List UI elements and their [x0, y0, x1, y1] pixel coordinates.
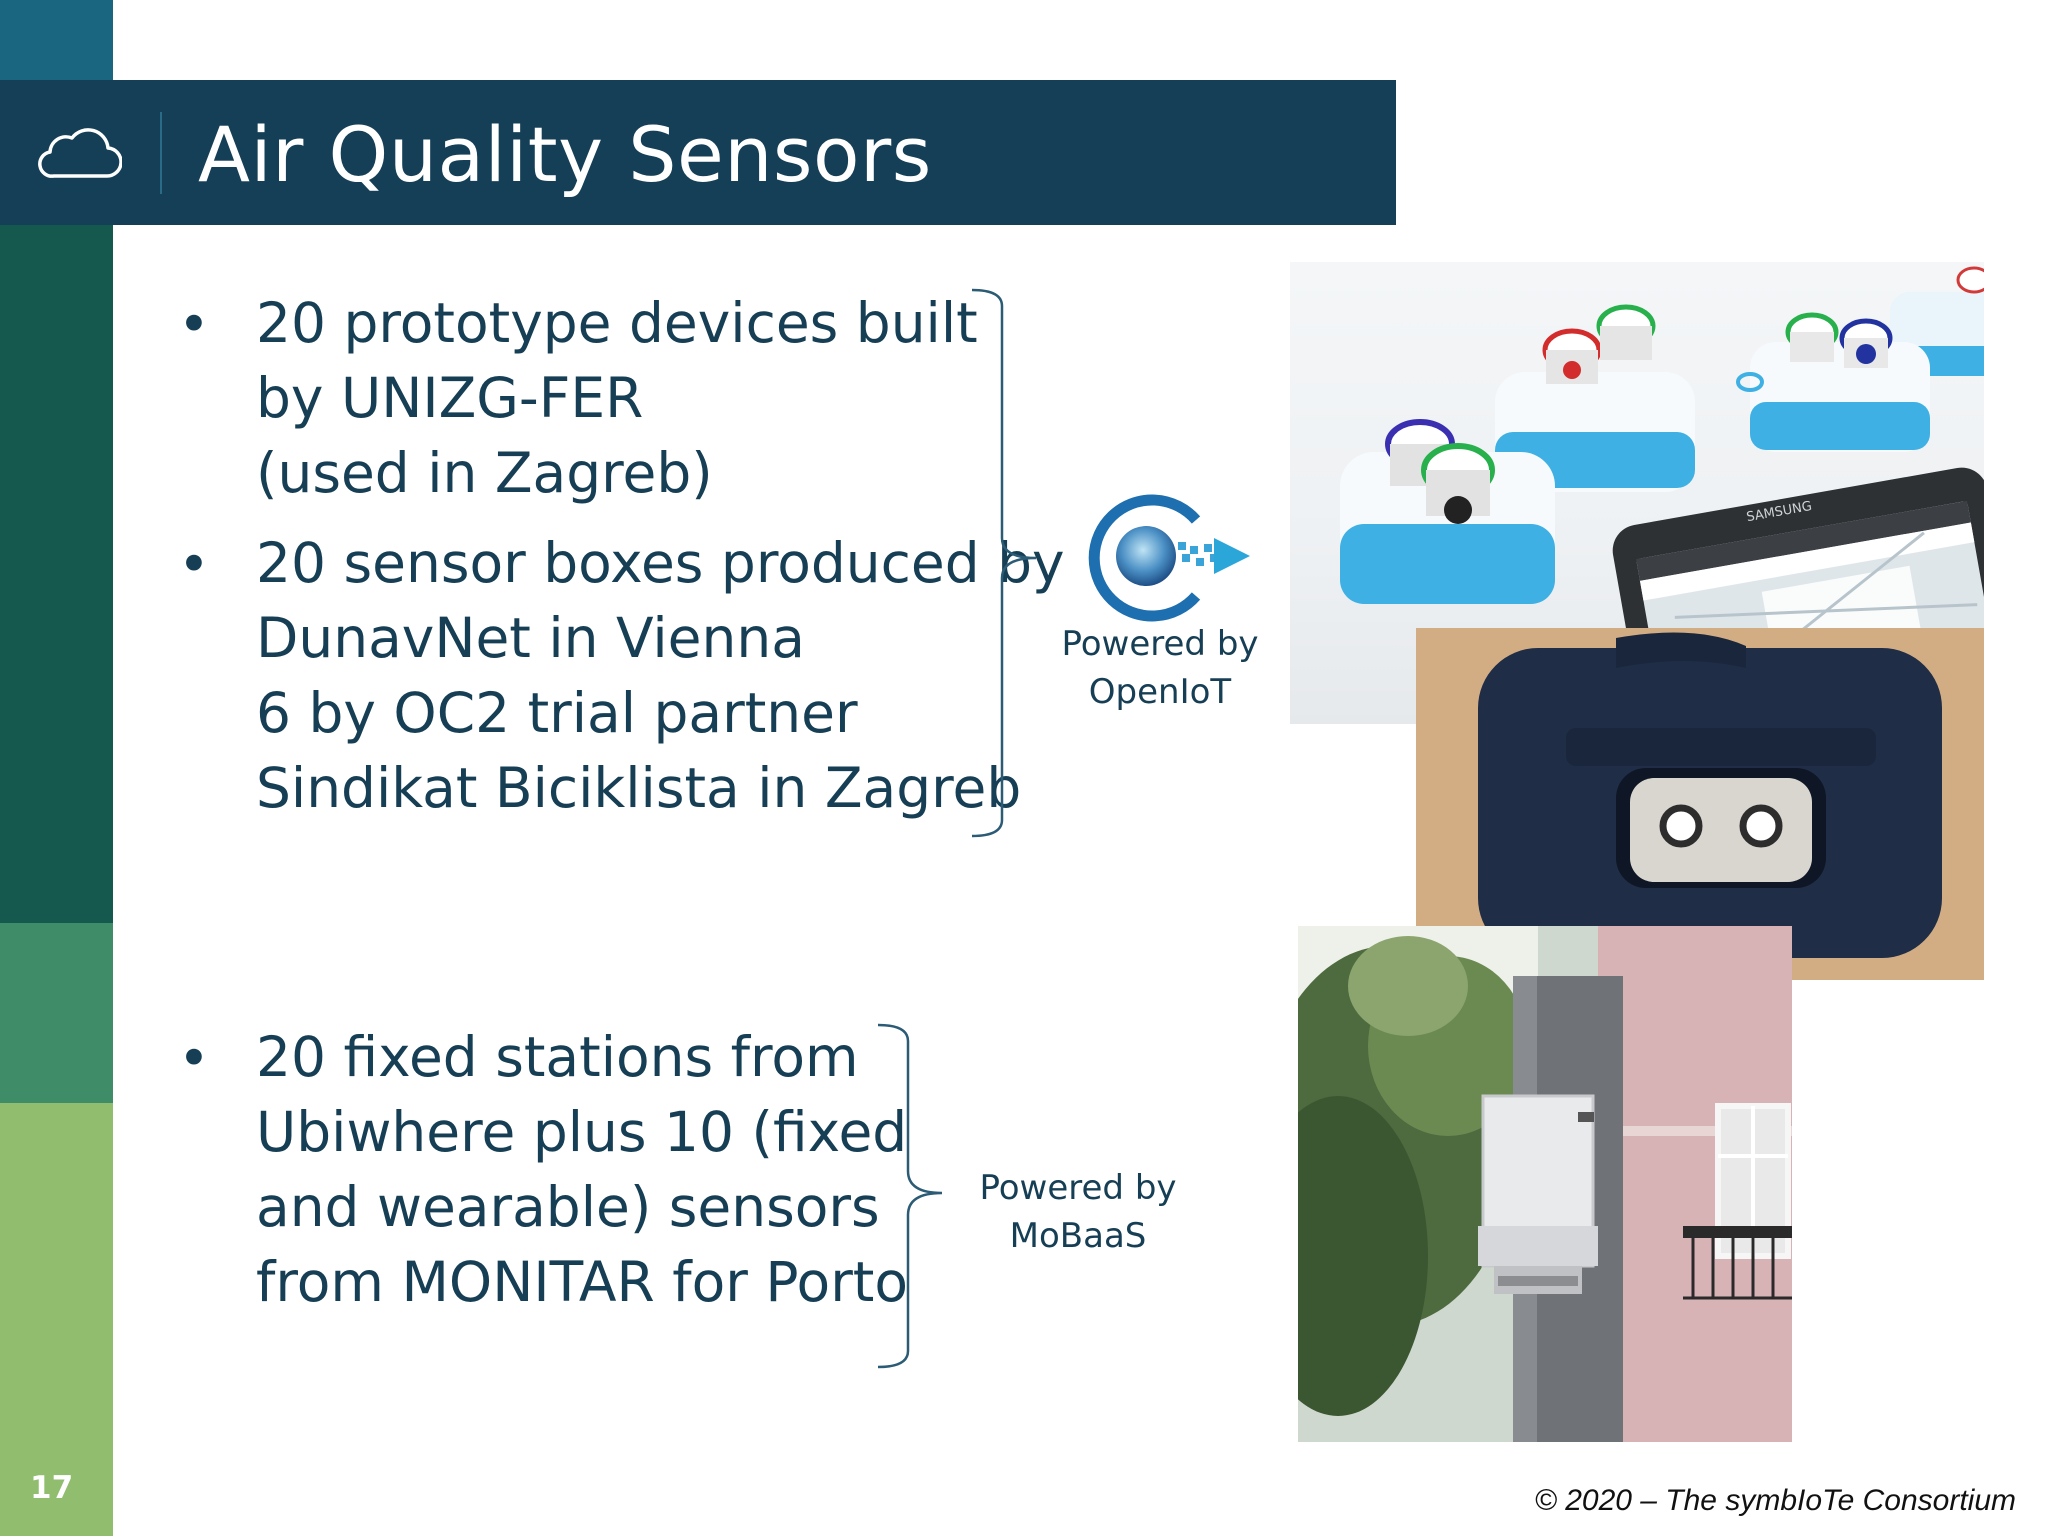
bullet-dot: •	[178, 1027, 210, 1090]
strip-top	[0, 0, 113, 80]
copyright-text: © 2020 – The symbIoTe Consortium	[1534, 1484, 2016, 1517]
fixed-station-photo	[1298, 926, 1792, 1442]
openiot-logo-icon	[1088, 494, 1250, 622]
bullet-dot: •	[178, 293, 210, 356]
powered-mobaas-line-2: MoBaaS	[1009, 1216, 1147, 1256]
bullet-2-line-4: Sindikat Biciklista in Zagreb	[256, 756, 1022, 820]
cloud-icon	[38, 128, 122, 178]
right-bracket-top	[971, 288, 1037, 838]
bullet-3-line-3: and wearable) sensors	[256, 1175, 880, 1239]
bullet-2-line-1: 20 sensor boxes produced by	[256, 531, 1065, 595]
slide-title: Air Quality Sensors	[198, 110, 932, 199]
strip-dark-green	[0, 225, 113, 923]
strip-mid-green	[0, 923, 113, 1103]
strip-light-green	[0, 1103, 113, 1536]
bullet-1-line-3: (used in Zagreb)	[256, 441, 713, 505]
bullet-1-line-2: by UNIZG-FER	[256, 366, 644, 430]
title-divider	[160, 112, 162, 194]
powered-by-openiot: Powered by OpenIoT	[1054, 620, 1266, 716]
bullet-2-line-3: 6 by OC2 trial partner	[256, 681, 858, 745]
bullet-3-line-2: Ubiwhere plus 10 (fixed	[256, 1100, 908, 1164]
bullet-1-line-1: 20 prototype devices built	[256, 291, 978, 355]
right-bracket-bottom	[877, 1023, 943, 1369]
powered-mobaas-line-1: Powered by	[979, 1168, 1177, 1208]
bullet-dot: •	[178, 533, 210, 596]
powered-openiot-line-2: OpenIoT	[1088, 672, 1232, 712]
slide-number: 17	[30, 1470, 74, 1506]
bullet-3-line-1: 20 fixed stations from	[256, 1025, 859, 1089]
powered-openiot-line-1: Powered by	[1061, 624, 1259, 664]
wearable-sensor-photo	[1416, 628, 1984, 980]
title-bar	[0, 80, 1396, 225]
bullet-2-line-2: DunavNet in Vienna	[256, 606, 805, 670]
powered-by-mobaas: Powered by MoBaaS	[972, 1164, 1184, 1260]
bullet-3-line-4: from MONITAR for Porto	[256, 1250, 909, 1314]
